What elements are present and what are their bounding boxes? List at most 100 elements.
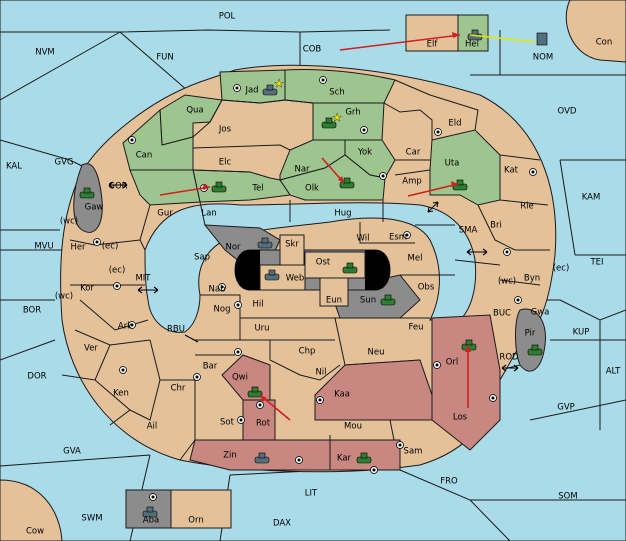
coast-label-wc-2: (wc) [55, 292, 73, 302]
land-label-yok: Yok [357, 148, 372, 158]
land-label-eun: Eun [326, 296, 342, 306]
region-orn[interactable] [170, 489, 232, 529]
sea-label-nom: NOM [533, 53, 553, 63]
land-label-uru: Uru [254, 324, 269, 334]
land-label-sap: Sap [194, 253, 210, 263]
unit-army-tel[interactable] [211, 181, 227, 193]
land-label-kaa: Kaa [334, 390, 350, 400]
region-kaa[interactable] [314, 359, 433, 421]
sea-label-rod: ROD [499, 353, 519, 363]
unit-army-aba[interactable] [142, 506, 158, 518]
passage-sma [466, 248, 488, 256]
land-label-elf: Elf [427, 40, 439, 50]
unit-fleet-nom[interactable] [536, 32, 548, 46]
supply-center [119, 366, 127, 374]
supply-center [234, 301, 242, 309]
region-skr[interactable] [279, 234, 305, 266]
land-label-car: Car [406, 148, 421, 158]
land-label-rot: Rot [256, 419, 271, 429]
hub-left-cap [235, 250, 260, 290]
land-label-sam: Sam [404, 447, 423, 457]
land-label-chp: Chp [299, 347, 316, 357]
unit-army-web[interactable] [264, 269, 280, 281]
sea-label-alt: ALT [606, 367, 621, 377]
dislodged-star: ★ [332, 111, 342, 124]
region-eun[interactable] [319, 277, 349, 307]
sea-label-sma: SMA [459, 226, 478, 236]
region-ost[interactable] [304, 251, 366, 279]
unit-army-orl[interactable] [461, 339, 477, 351]
region-web[interactable] [259, 264, 306, 291]
region-con[interactable] [565, 0, 626, 63]
supply-center [503, 248, 511, 256]
region-tel[interactable] [192, 169, 291, 203]
region-pir[interactable] [515, 308, 546, 372]
land-label-pir: Pir [525, 329, 536, 339]
supply-center [514, 296, 522, 304]
land-label-nil: Nil [315, 368, 326, 378]
unit-army-ost[interactable] [342, 262, 358, 274]
land-label-mel: Mel [408, 254, 423, 264]
land-label-bar: Bar [203, 362, 218, 372]
region-olk[interactable] [279, 154, 386, 201]
hub-right-cap [365, 250, 390, 290]
region-gur[interactable] [129, 169, 201, 206]
passage-rbu [184, 334, 199, 343]
unit-army-sun[interactable] [380, 294, 396, 306]
land-label-esm: Esm [389, 233, 407, 243]
land-label-elc: Elc [219, 158, 232, 168]
land-label-sun: Sun [360, 296, 376, 306]
supply-center [128, 136, 136, 144]
unit-army-jad[interactable] [262, 84, 278, 96]
land-label-neu: Neu [368, 348, 385, 358]
unit-army-uta[interactable] [452, 179, 468, 191]
unit-army-nor[interactable] [257, 237, 273, 249]
land-label-gur: Gur [157, 209, 173, 219]
support-line [469, 34, 536, 43]
sea-label-kam: KAM [582, 193, 601, 203]
supply-center [379, 172, 387, 180]
land-label-nog: Nog [214, 305, 231, 315]
unit-army-grh[interactable] [321, 117, 337, 129]
land-label-can: Can [136, 151, 153, 161]
land-label-orn: Orn [188, 516, 203, 526]
passage-mit [137, 286, 159, 294]
supply-center [113, 282, 121, 290]
unit-army-zin[interactable] [254, 452, 270, 464]
unit-army-gaw[interactable] [79, 187, 95, 199]
coast-label-wc-1: (wc) [60, 217, 78, 227]
region-aba[interactable] [125, 489, 172, 529]
land-label-rie: Rie [520, 202, 534, 212]
unit-army-olk[interactable] [339, 177, 355, 189]
land-label-orl: Orl [446, 358, 459, 368]
sea-label-pol: POL [219, 12, 236, 22]
land-label-uta: Uta [445, 159, 460, 169]
land-label-hug: Hug [334, 209, 351, 219]
sea-label-fro: FRO [440, 477, 458, 487]
sea-label-mvu: MVU [34, 242, 53, 252]
land-label-tel: Tel [251, 184, 263, 194]
passage-markers [108, 181, 519, 372]
supply-center [403, 231, 411, 239]
unit-army-pir[interactable] [527, 344, 543, 356]
order-arrow [159, 186, 211, 196]
land-label-feu: Feu [408, 323, 423, 333]
order-arrowhead [338, 176, 344, 183]
land-label-bri: Bri [490, 221, 502, 231]
region-elf[interactable] [405, 14, 459, 52]
supply-center [489, 394, 497, 402]
supply-center [218, 283, 226, 291]
land-label-sch: Sch [329, 88, 344, 98]
supply-center [434, 128, 442, 136]
sea-label-gva: GVA [63, 447, 81, 457]
supply-center [316, 396, 324, 404]
land-label-grh: Grh [345, 108, 360, 118]
supply-center [529, 168, 537, 176]
land-label-ken: Ken [113, 389, 129, 399]
land-label-kar: Kar [337, 454, 352, 464]
supply-center [396, 441, 404, 449]
unit-army-kar[interactable] [356, 452, 372, 464]
supply-center [93, 238, 101, 246]
unit-army-qwi[interactable] [247, 386, 263, 398]
